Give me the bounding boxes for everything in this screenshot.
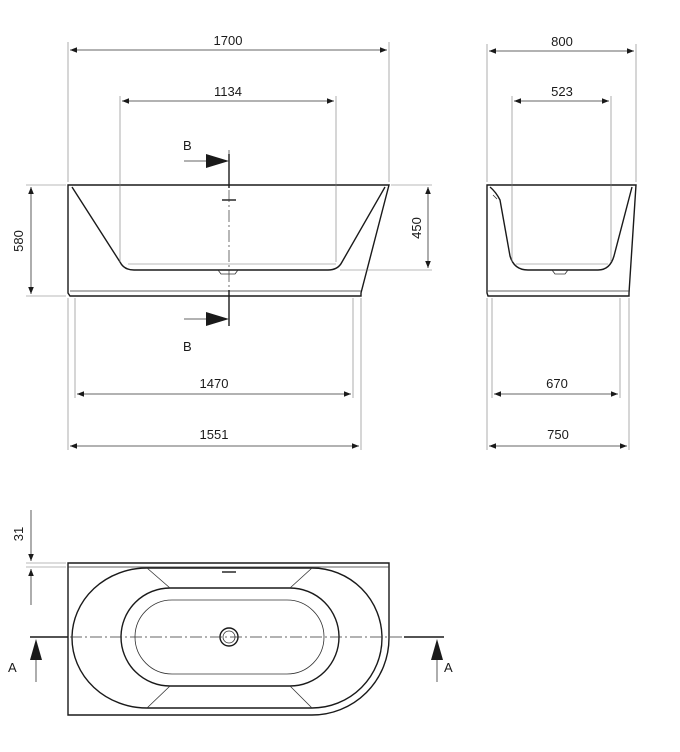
side-overflow bbox=[492, 194, 498, 200]
section-arrowhead-a-right bbox=[431, 639, 443, 660]
top-facet-top-left bbox=[146, 567, 171, 589]
dim-inner-length: 1134 bbox=[214, 84, 242, 99]
top-facet-top-right bbox=[289, 567, 313, 589]
top-outer-outline bbox=[67, 562, 390, 716]
section-label-b-top: B bbox=[183, 138, 192, 153]
dim-overall-height: 580 bbox=[11, 230, 26, 252]
dim-foot-width: 670 bbox=[546, 376, 568, 391]
dim-rim-offset: 31 bbox=[11, 527, 26, 541]
top-facet-bottom-right bbox=[289, 685, 313, 709]
side-drain bbox=[551, 269, 569, 275]
side-inner-basin bbox=[489, 186, 633, 271]
top-basin-rim bbox=[71, 567, 383, 709]
front-view: B B 1700 1134 580 450 1470 1551 bbox=[11, 33, 432, 450]
front-drain bbox=[217, 269, 239, 275]
top-facet-bottom-left bbox=[146, 685, 171, 709]
top-basin-floor bbox=[134, 599, 325, 675]
section-label-b-bottom: B bbox=[183, 339, 192, 354]
section-arrowhead-a-left bbox=[30, 639, 42, 660]
section-label-a-right: A bbox=[444, 660, 453, 675]
top-view: A A 31 bbox=[8, 510, 453, 716]
dim-inner-width: 523 bbox=[551, 84, 573, 99]
dim-inner-depth: 450 bbox=[409, 217, 424, 239]
side-outer-outline bbox=[486, 184, 637, 297]
side-view: 800 523 670 750 bbox=[486, 34, 637, 450]
section-label-a-left: A bbox=[8, 660, 17, 675]
dim-base-width: 750 bbox=[547, 427, 569, 442]
front-inner-basin bbox=[71, 186, 386, 271]
dim-overall-width: 800 bbox=[551, 34, 573, 49]
dim-overall-length: 1700 bbox=[214, 33, 243, 48]
dim-base-length: 1551 bbox=[200, 427, 229, 442]
dim-foot-length: 1470 bbox=[200, 376, 229, 391]
front-outer-outline bbox=[67, 184, 390, 297]
section-arrowhead-b-top bbox=[206, 154, 229, 168]
section-arrowhead-b-bottom bbox=[206, 312, 229, 326]
